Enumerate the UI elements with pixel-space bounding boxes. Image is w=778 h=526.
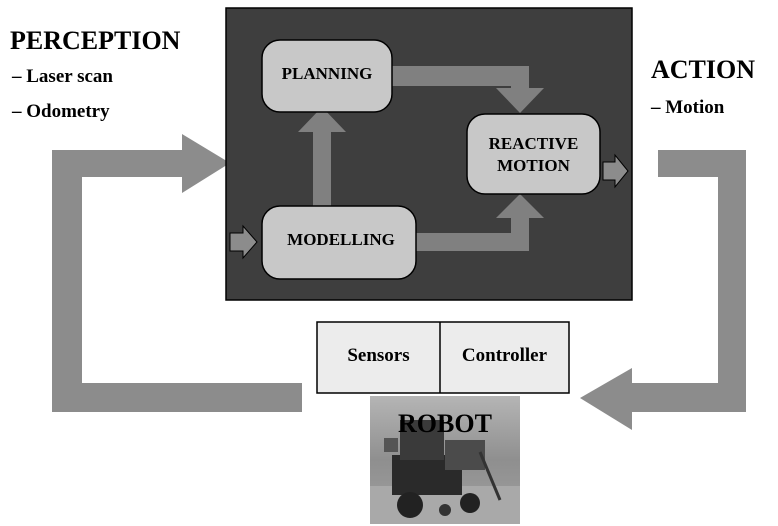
robot-label: ROBOT [398,409,492,438]
sensors-label: Sensors [347,345,410,366]
perception-feedback-arrow [52,134,302,412]
sensors-controller-box [316,321,570,394]
planning-label: PLANNING [281,64,373,83]
modelling-box [261,205,417,280]
action-title: ACTION [651,55,756,84]
reactive-output-arrow [602,153,629,189]
reactive-motion-label-line1: REACTIVE [488,134,579,153]
perception-item-laser-scan: – Laser scan [12,66,113,87]
modelling-label: MODELLING [287,230,395,249]
modelling-input-arrow [229,224,258,260]
planning-box [261,39,393,113]
controller-label: Controller [461,345,548,366]
modelling-to-planning-arrow [298,107,346,207]
modelling-to-reactive-arrow [416,194,544,251]
reactive-motion-label-line2: MOTION [497,156,570,175]
action-feedback-arrow [580,150,746,430]
perception-item-odometry: – Odometry [12,101,110,122]
robot-photo [370,396,520,524]
reactive-motion-box [466,113,601,195]
perception-title: PERCEPTION [10,26,181,55]
planning-to-reactive-arrow [392,66,544,113]
action-item-motion: – Motion [651,97,725,118]
